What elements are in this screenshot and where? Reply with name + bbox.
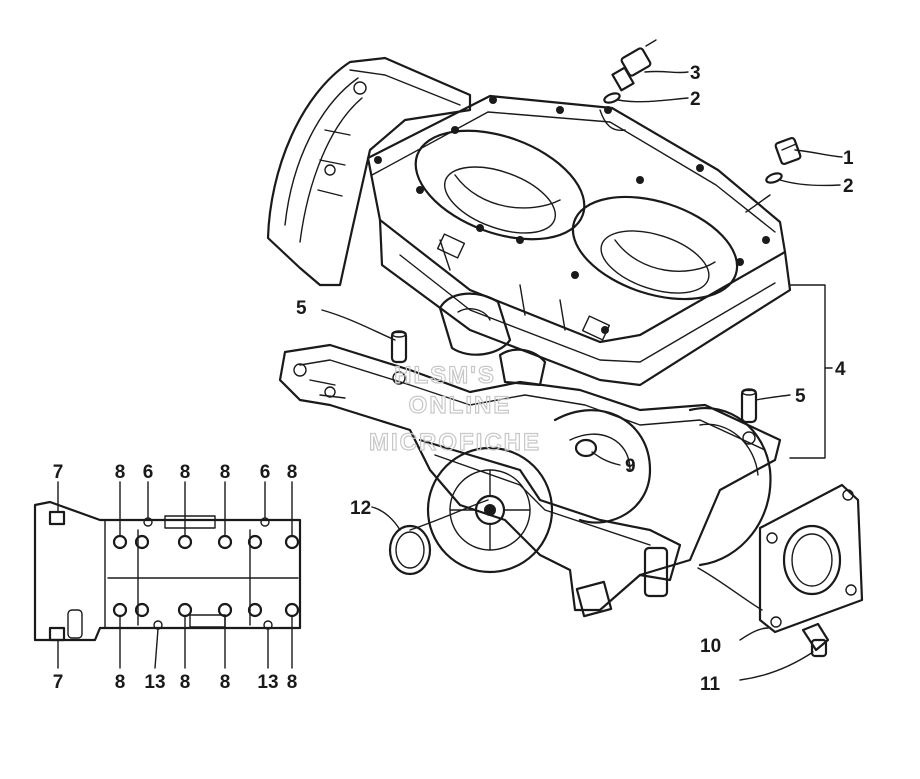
svg-text:MICROFICHE: MICROFICHE (369, 429, 541, 456)
inset-bottom-label: 7 (53, 672, 64, 693)
dowel-pins (390, 330, 758, 445)
inset-bolt-holes (112, 517, 300, 630)
callout-1: 1 (843, 148, 854, 169)
callout-11: 11 (700, 674, 721, 695)
watermark: HLSM'S ONLINE MICROFICHE (368, 361, 541, 456)
inset-bottom-label: 8 (180, 672, 191, 693)
svg-text:ONLINE: ONLINE (409, 392, 512, 419)
callout-9: 9 (625, 456, 636, 477)
mounting-bolt (801, 622, 830, 658)
inset-bottom-label: 13 (257, 672, 278, 693)
inset-top-label: 8 (220, 462, 231, 483)
inset-top-label: 8 (115, 462, 126, 483)
callout-4: 4 (835, 359, 846, 380)
bolt-pattern-inset: 7 8 6 8 8 6 8 7 8 13 8 8 13 8 (33, 462, 302, 693)
temp-sensor (611, 39, 657, 92)
inset-top-label: 7 (53, 462, 64, 483)
rotary-disc (426, 446, 554, 574)
inset-top-label: 8 (287, 462, 298, 483)
callout-10: 10 (700, 636, 721, 657)
callout-2-lower: 2 (843, 176, 854, 197)
crankcase-illustration (266, 39, 864, 658)
inset-leader-lines (57, 481, 293, 669)
inset-top-labels: 7 8 6 8 8 6 8 (53, 462, 298, 483)
retaining-ring (388, 524, 432, 576)
inset-top-label: 8 (180, 462, 191, 483)
callout-12: 12 (350, 498, 371, 519)
inset-top-label: 6 (143, 462, 154, 483)
callout-5-right: 5 (795, 386, 806, 407)
inset-top-label: 6 (260, 462, 271, 483)
inset-bottom-label: 13 (144, 672, 165, 693)
plug (574, 438, 598, 458)
inset-bottom-label: 8 (220, 672, 231, 693)
deck-stud-holes (374, 96, 770, 334)
callout-3: 3 (690, 63, 701, 84)
drain-screw (774, 136, 802, 166)
inset-bottom-label: 8 (115, 672, 126, 693)
sensor-washers (603, 92, 783, 184)
callout-5-left: 5 (296, 298, 307, 319)
inset-bottom-label: 8 (287, 672, 298, 693)
callout-2-upper: 2 (690, 89, 701, 110)
svg-text:HLSM'S: HLSM'S (394, 362, 496, 389)
leader-lines (321, 70, 843, 681)
intake-gasket-plate (758, 483, 864, 634)
inset-bottom-labels: 7 8 13 8 8 13 8 (53, 672, 298, 693)
callout-numbers: 1 2 3 2 4 5 5 9 10 11 12 (296, 63, 854, 695)
